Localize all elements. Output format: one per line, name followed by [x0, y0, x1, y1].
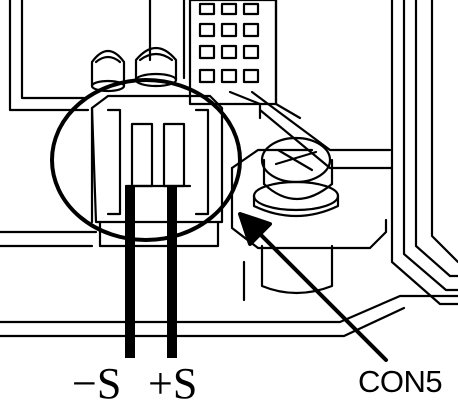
pin-header	[188, 0, 302, 120]
pointer-arrow	[238, 212, 388, 362]
minus-s-label: −S	[72, 359, 122, 408]
con5-connector	[90, 94, 224, 248]
capacitors	[90, 46, 178, 93]
highlight-circle	[50, 78, 242, 242]
board-outline	[0, 0, 394, 248]
sense-wires	[125, 186, 177, 358]
con5-label: CON5	[358, 364, 443, 399]
mounting-screw	[230, 136, 388, 302]
plus-s-label: +S	[148, 359, 198, 408]
